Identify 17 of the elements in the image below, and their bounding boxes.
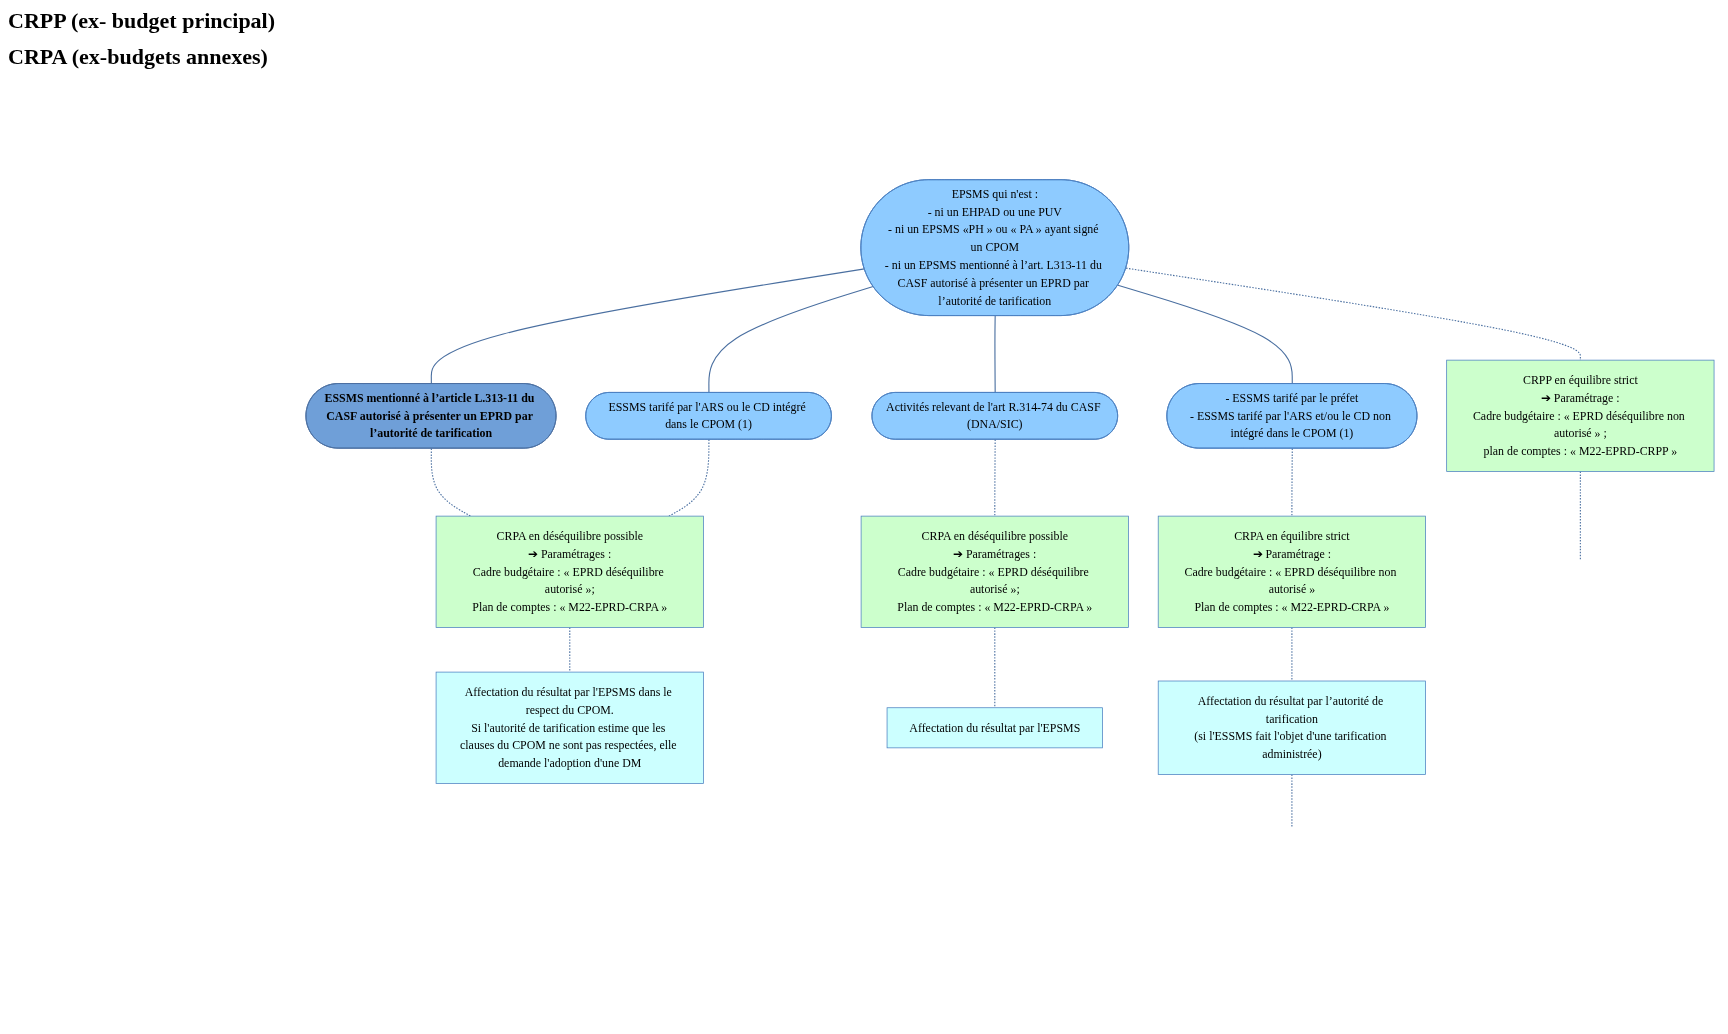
node-box: CRPA en déséquilibre possible ➔ Paramétrages : Cadre budgétaire : « EPRD déséquilibre autorisé »; Plan de comptes : « M22-EPRD-CRPA » xyxy=(435,515,704,628)
connector xyxy=(994,439,996,517)
node-box: Affectation du résultat par l'EPSMS dans le respect du CPOM. Si l'autorité de tarification estime que les clauses du CPOM ne sont pas respectées, elle demande l'adoption d'une DM xyxy=(435,671,704,784)
connector xyxy=(430,268,866,385)
section-label: CRPA (ex-budgets annexes) xyxy=(8,44,269,70)
node-box: Affectation du résultat par l’autorité de tarification (si l'ESSMS fait l'objet d'une tarification administrée) xyxy=(1157,680,1426,775)
section-label: CRPP (ex- budget principal) xyxy=(8,8,277,34)
node-box: CRPA en équilibre strict ➔ Paramétrage : Cadre budgétaire : « EPRD déséquilibre non autorisé » Plan de comptes : « M22-EPRD-CRPA » xyxy=(1157,515,1426,628)
node-box: CRPP en équilibre strict ➔ Paramétrage : Cadre budgétaire : « EPRD déséquilibre non autorisé » ; plan de comptes : « M22-EPRD-CRPP » xyxy=(1446,359,1715,472)
connector xyxy=(1291,774,1293,829)
connector xyxy=(1125,267,1581,361)
connector xyxy=(1579,471,1581,562)
connector xyxy=(994,315,996,394)
connector xyxy=(1117,284,1293,385)
node-box: CRPA en déséquilibre possible ➔ Paramétrages : Cadre budgétaire : « EPRD déséquilibre autorisé »; Plan de comptes : « M22-EPRD-CRPA » xyxy=(860,515,1129,628)
connector xyxy=(708,285,874,394)
node-box: Affectation du résultat par l'EPSMS xyxy=(886,707,1103,749)
